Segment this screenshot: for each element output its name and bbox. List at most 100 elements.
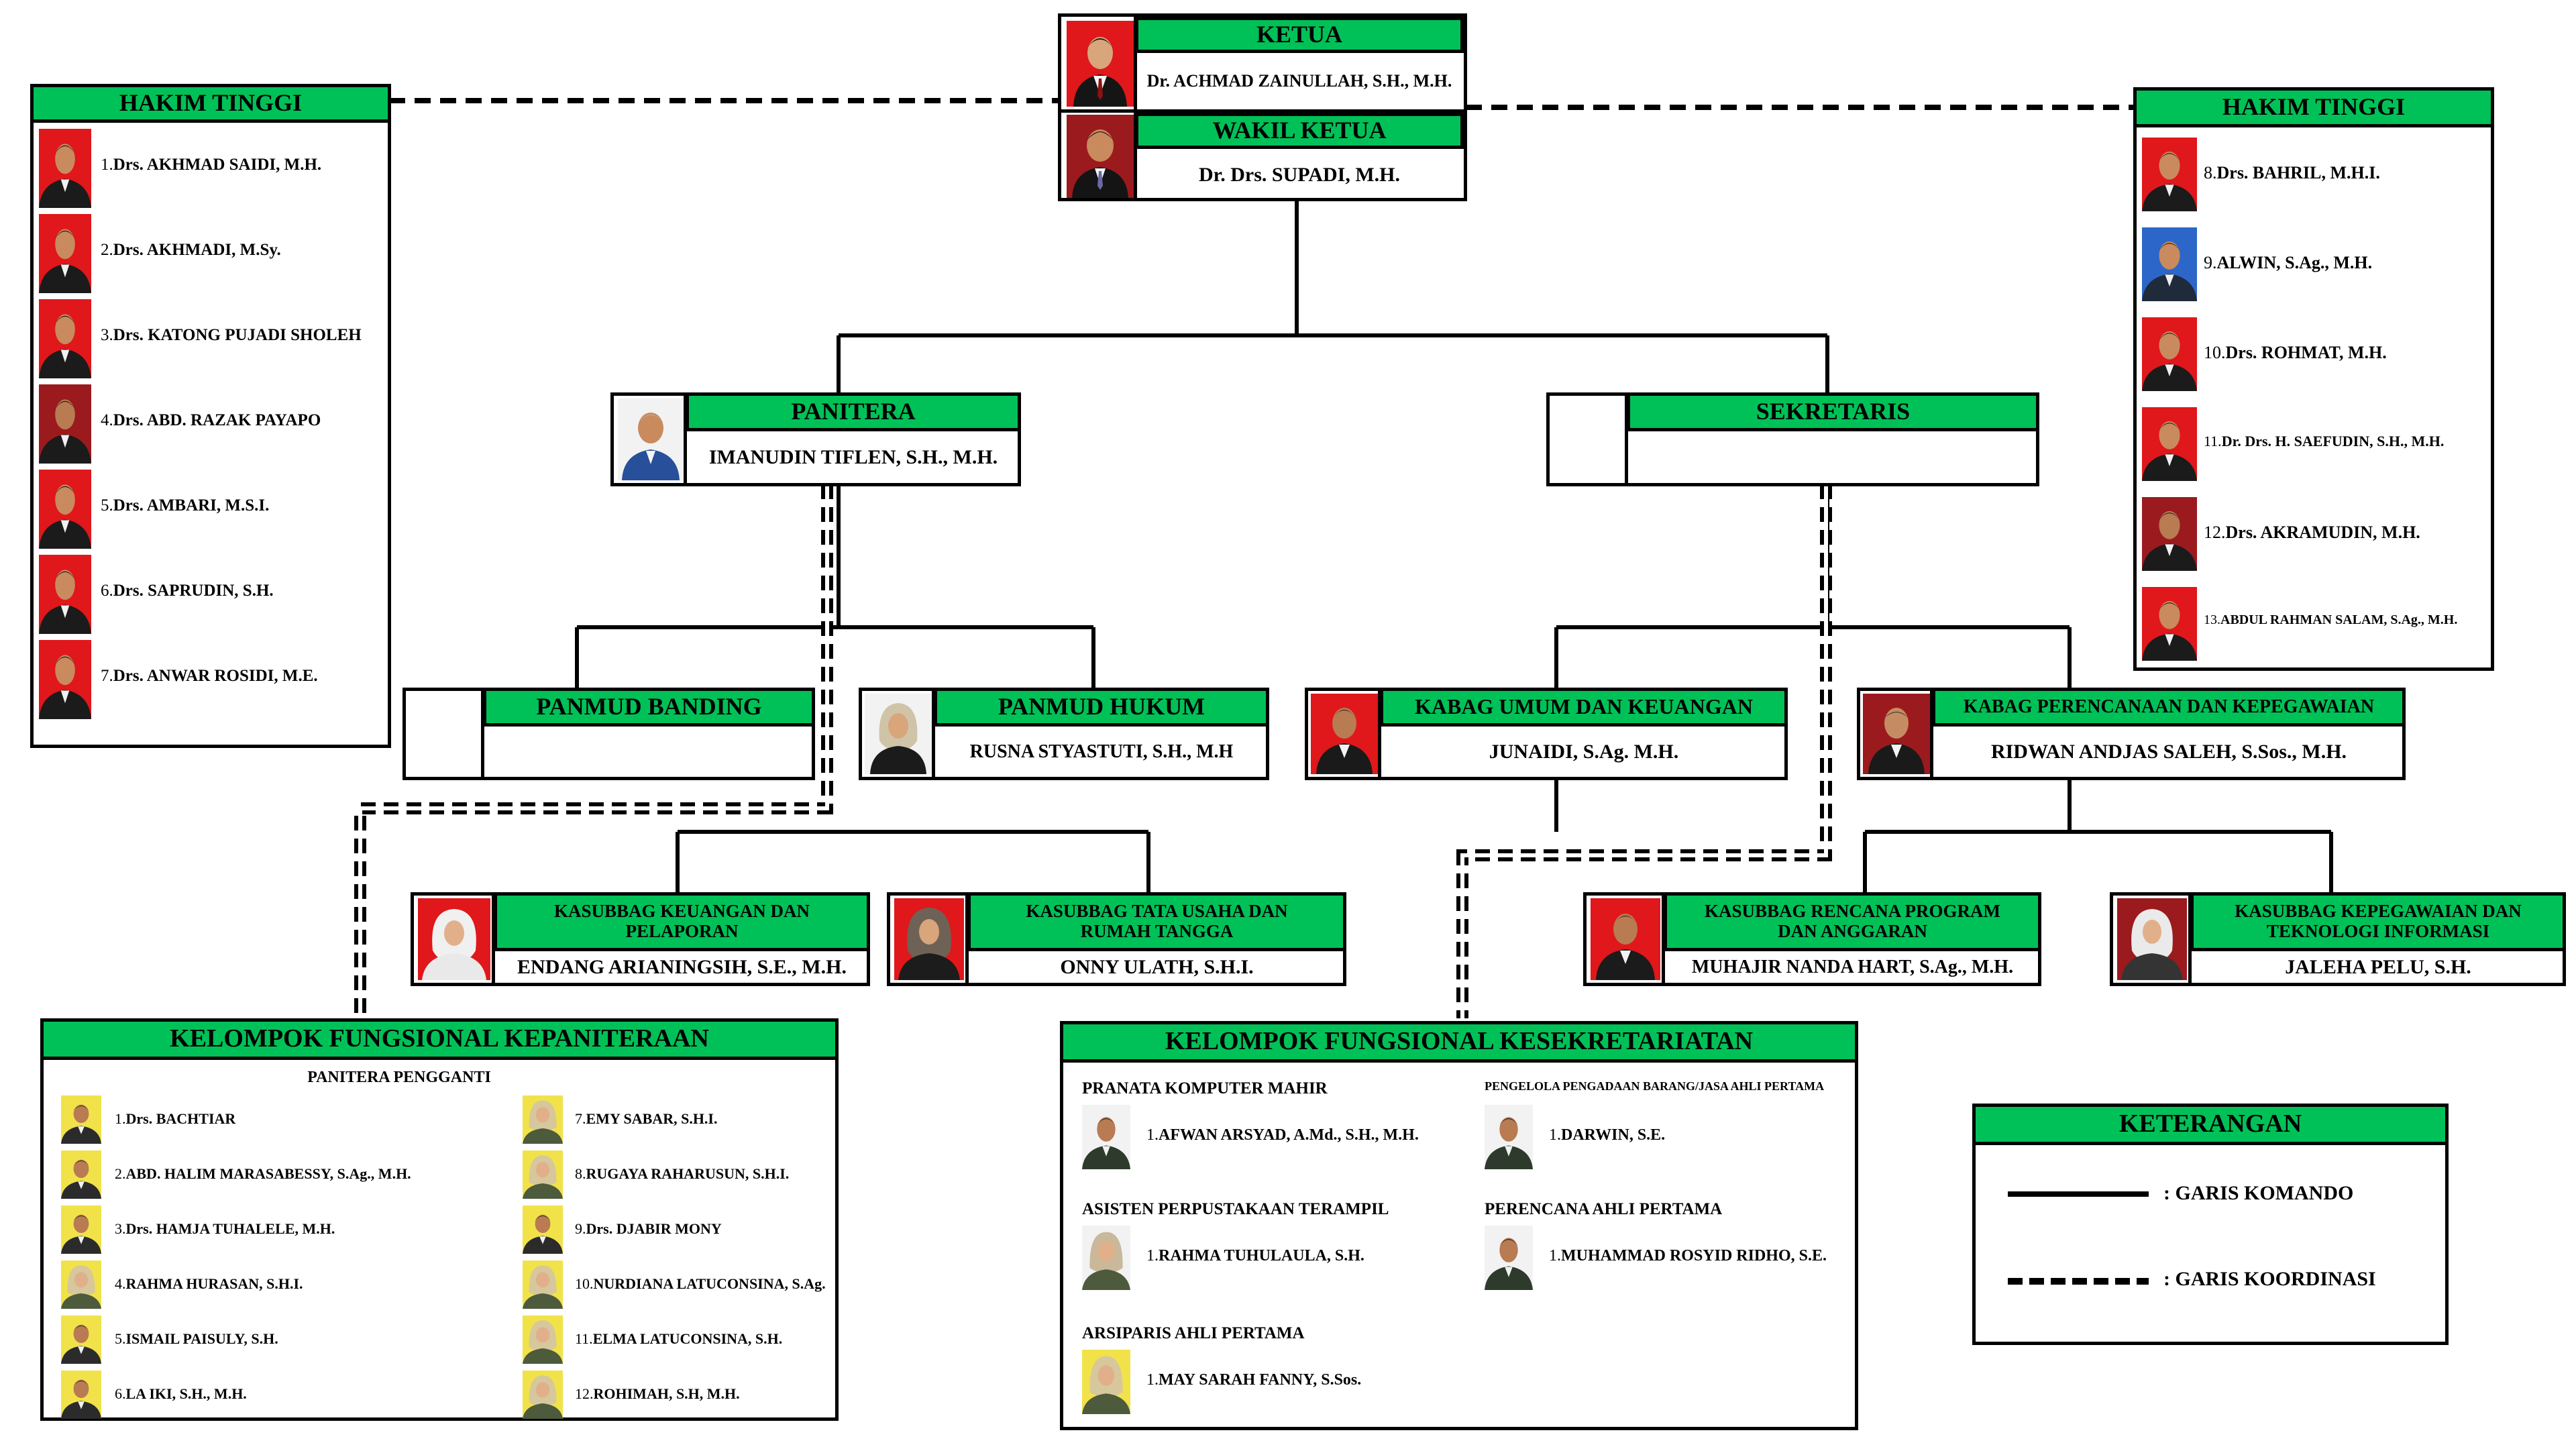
- hakim-left-item-name: Drs. AMBARI, M.S.I.: [113, 496, 270, 515]
- panmud-hukum-title: PANMUD HUKUM: [934, 688, 1269, 727]
- coordination-lines: [389, 98, 2137, 110]
- kepaniteraan-left-item-name: ISMAIL PAISULY, S.H.: [125, 1330, 278, 1347]
- kesekretariatan-item-name: RAHMA TUHULAULA, S.H.: [1159, 1247, 1364, 1265]
- kabag-umum-name: JUNAIDI, S.Ag. M.H.: [1489, 741, 1679, 763]
- hakim-left-photo: [39, 214, 91, 293]
- hakim-tinggi-left-title: HAKIM TINGGI: [30, 84, 391, 123]
- hakim-left-photo: [39, 640, 91, 719]
- kepaniteraan-left-item-number: 2.: [115, 1165, 126, 1182]
- hakim-left-photo: [39, 299, 91, 378]
- kesekretariatan-item-name: AFWAN ARSYAD, A.Md., S.H., M.H.: [1159, 1126, 1419, 1144]
- kesekretariatan-item-name: DARWIN, S.E.: [1561, 1126, 1666, 1144]
- kesekretariatan-item: 1.RAHMA TUHULAULA, S.H.: [1146, 1247, 1364, 1265]
- kasubbag-rencana-program-name: MUHAJIR NANDA HART, S.Ag., M.H.: [1691, 957, 2014, 977]
- wakil-ketua-name: Dr. Drs. SUPADI, M.H.: [1199, 164, 1400, 186]
- coordination-lines-double: [354, 484, 1832, 1018]
- kasubbag-kepegawaian-name: JALEHA PELU, S.H.: [2285, 956, 2471, 978]
- wakil-ketua-title: WAKIL KETUA: [1135, 113, 1464, 149]
- kepaniteraan-left-item: 3.Drs. HAMJA TUHALELE, M.H.: [115, 1220, 335, 1238]
- kesekretariatan-group-title: ARSIPARIS AHLI PERTAMA: [1082, 1324, 1305, 1342]
- kabag-umum-title: KABAG UMUM DAN KEUANGAN: [1380, 688, 1788, 727]
- hakim-right-item-name: Drs. BAHRIL, M.H.I.: [2216, 163, 2380, 182]
- kesekretariatan-group-title: PERENCANA AHLI PERTAMA: [1485, 1200, 1723, 1218]
- kasubbag-tata-usaha-name: ONNY ULATH, S.H.I.: [1060, 956, 1254, 978]
- kepaniteraan-right-item-name: Drs. DJABIR MONY: [586, 1220, 722, 1237]
- ketua-photo: [1067, 21, 1134, 107]
- kasubbag-keuangan-box: KASUBBAG KEUANGAN DAN PELAPORAN ENDANG A…: [411, 892, 870, 986]
- legend-koordinasi-label: : GARIS KOORDINASI: [2163, 1268, 2376, 1290]
- kesekretariatan-photo: [1082, 1105, 1130, 1169]
- kesekretariatan-item-number: 1.: [1549, 1247, 1561, 1265]
- hakim-left-photo: [39, 384, 91, 464]
- hakim-right-item: 11.Dr. Drs. H. SAEFUDIN, S.H., M.H.: [2204, 433, 2444, 450]
- kepaniteraan-left-item-number: 1.: [115, 1110, 126, 1127]
- panmud-banding-name: [483, 727, 815, 777]
- hakim-left-item-name: Drs. AKHMAD SAIDI, M.H.: [113, 156, 322, 174]
- hakim-left-item-number: 7.: [101, 667, 113, 685]
- kepaniteraan-right-item-name: NURDIANA LATUCONSINA, S.Ag.: [593, 1275, 826, 1292]
- kasubbag-rencana-program-title: KASUBBAG RENCANA PROGRAM DAN ANGGARAN: [1664, 892, 2041, 951]
- kesekretariatan-item-name: MAY SARAH FANNY, S.Sos.: [1159, 1371, 1362, 1389]
- panmud-hukum-name: RUSNA STYASTUTI, S.H., M.H: [969, 741, 1234, 762]
- kesekretariatan-group-title: ASISTEN PERPUSTAKAAN TERAMPIL: [1082, 1200, 1389, 1218]
- kepaniteraan-left-item: 2.ABD. HALIM MARASABESSY, S.Ag., M.H.: [115, 1165, 411, 1183]
- kepaniteraan-right-item-name: EMY SABAR, S.H.I.: [586, 1110, 718, 1127]
- kepaniteraan-photo: [61, 1205, 101, 1254]
- kepaniteraan-left-item: 6.LA IKI, S.H., M.H.: [115, 1385, 247, 1403]
- kepaniteraan-right-item-number: 9.: [575, 1220, 586, 1237]
- hakim-right-photo: [2142, 407, 2197, 481]
- hakim-left-item: 6.Drs. SAPRUDIN, S.H.: [101, 582, 274, 600]
- kepaniteraan-right-item: 11.ELMA LATUCONSINA, S.H.: [575, 1330, 782, 1348]
- kepaniteraan-photo: [523, 1150, 563, 1199]
- kepaniteraan-right-item: 7.EMY SABAR, S.H.I.: [575, 1110, 718, 1128]
- kepaniteraan-left-item-name: LA IKI, S.H., M.H.: [125, 1385, 247, 1402]
- hakim-right-item-name: Drs. ROHMAT, M.H.: [2225, 343, 2387, 362]
- hakim-right-photo: [2142, 587, 2197, 661]
- kepaniteraan-left-item-name: Drs. HAMJA TUHALELE, M.H.: [125, 1220, 335, 1237]
- kasubbag-rencana-program-photo: [1591, 898, 1660, 980]
- kepaniteraan-photo: [523, 1205, 563, 1254]
- kepaniteraan-left-item: 5.ISMAIL PAISULY, S.H.: [115, 1330, 278, 1348]
- kesekretariatan-photo: [1485, 1226, 1533, 1290]
- kepaniteraan-photo: [61, 1150, 101, 1199]
- hakim-right-item-number: 8.: [2204, 163, 2217, 182]
- kesekretariatan-item: 1.AFWAN ARSYAD, A.Md., S.H., M.H.: [1146, 1126, 1419, 1144]
- legend-dashed-line: [2008, 1278, 2149, 1285]
- kesekretariatan-box: KELOMPOK FUNGSIONAL KESEKRETARIATAN PRAN…: [1060, 1021, 1858, 1430]
- kesekretariatan-item-name: MUHAMMAD ROSYID RIDHO, S.E.: [1561, 1247, 1827, 1265]
- kabag-perencanaan-title: KABAG PERENCANAAN DAN KEPEGAWAIAN: [1932, 688, 2406, 727]
- hakim-left-photo: [39, 129, 91, 208]
- hakim-right-photo: [2142, 317, 2197, 391]
- hakim-right-item-name: Dr. Drs. H. SAEFUDIN, S.H., M.H.: [2221, 433, 2445, 449]
- kasubbag-keuangan-title: KASUBBAG KEUANGAN DAN PELAPORAN: [494, 892, 870, 951]
- hakim-left-photo: [39, 555, 91, 634]
- hakim-right-item: 8.Drs. BAHRIL, M.H.I.: [2204, 163, 2380, 183]
- kesekretariatan-item-number: 1.: [1146, 1371, 1159, 1389]
- sekretaris-photo-placeholder: [1550, 396, 1625, 483]
- hakim-right-item-name: Drs. AKRAMUDIN, M.H.: [2225, 523, 2420, 542]
- kepaniteraan-photo: [61, 1260, 101, 1309]
- panitera-name: IMANUDIN TIFLEN, S.H., M.H.: [708, 446, 998, 468]
- hakim-left-item-name: Drs. ABD. RAZAK PAYAPO: [113, 411, 321, 429]
- kepaniteraan-photo: [523, 1095, 563, 1144]
- kesekretariatan-group-title: PRANATA KOMPUTER MAHIR: [1082, 1079, 1328, 1097]
- kesekretariatan-item: 1.MAY SARAH FANNY, S.Sos.: [1146, 1371, 1361, 1389]
- panitera-photo: [618, 398, 684, 480]
- hakim-left-item: 7.Drs. ANWAR ROSIDI, M.E.: [101, 667, 318, 686]
- hakim-right-item: 10.Drs. ROHMAT, M.H.: [2204, 343, 2387, 363]
- hakim-right-photo: [2142, 138, 2197, 211]
- legend-box: KETERANGAN : GARIS KOMANDO : GARIS KOORD…: [1972, 1104, 2449, 1345]
- kepaniteraan-left-item: 1.Drs. BACHTIAR: [115, 1110, 235, 1128]
- kabag-perencanaan-photo: [1863, 694, 1930, 774]
- hakim-left-item-name: Drs. ANWAR ROSIDI, M.E.: [113, 667, 318, 685]
- kepaniteraan-title: KELOMPOK FUNGSIONAL KEPANITERAAN: [40, 1018, 839, 1060]
- kepaniteraan-left-item-number: 6.: [115, 1385, 126, 1402]
- hakim-left-item-number: 5.: [101, 496, 113, 515]
- panmud-banding-title: PANMUD BANDING: [483, 688, 815, 727]
- kasubbag-tata-usaha-photo: [894, 898, 964, 980]
- sekretaris-box: SEKRETARIS: [1546, 392, 2039, 486]
- kabag-perencanaan-name: RIDWAN ANDJAS SALEH, S.Sos., M.H.: [1990, 741, 2347, 763]
- hakim-right-photo: [2142, 227, 2197, 301]
- hakim-right-item-name: ALWIN, S.Ag., M.H.: [2216, 253, 2373, 272]
- ketua-title: KETUA: [1135, 17, 1464, 53]
